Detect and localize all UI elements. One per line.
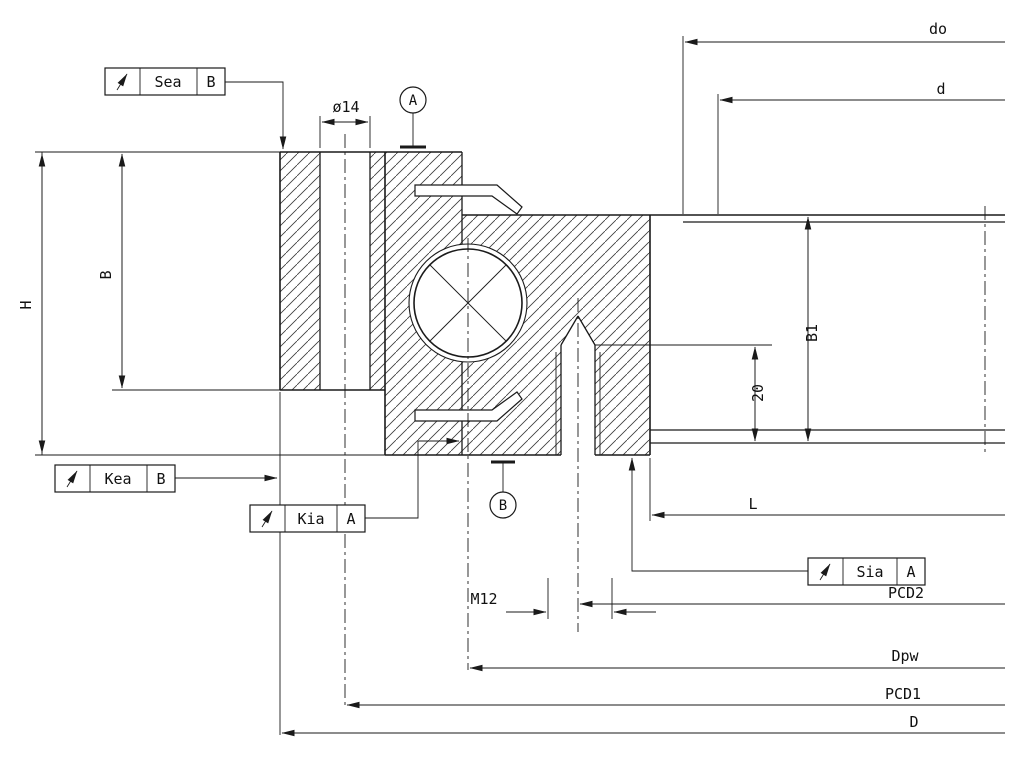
frame-label: Sia (856, 563, 883, 581)
dimension-lines (38, 38, 1005, 737)
leader-sia (628, 457, 808, 572)
label-H: H (17, 300, 35, 309)
ball-center-cross (429, 264, 507, 342)
dimension-labels: do d B1 20 L PCD2 Dpw PCD1 D M12 ø14 H B (17, 20, 947, 731)
datum-circle-b (489, 491, 517, 519)
label-dia14: ø14 (332, 98, 359, 116)
datum-label-b: B (499, 498, 507, 514)
datum-circle-a (399, 86, 427, 114)
label-B1: B1 (803, 324, 821, 342)
inner-ring-flange-section (280, 152, 385, 390)
tolerance-frame-sia: Sia A (807, 557, 926, 586)
frame-datum: B (206, 73, 215, 91)
label-Dpw: Dpw (891, 647, 919, 665)
centerlines (344, 134, 986, 707)
label-PCD2: PCD2 (888, 584, 924, 602)
frame-label: Sea (154, 73, 181, 91)
label-B: B (97, 270, 115, 279)
label-L: L (748, 495, 757, 513)
tolerance-frame-kia: Kia A (249, 504, 366, 533)
runout-arrow-icon (261, 510, 273, 528)
tolerance-frame-sea: Sea B (104, 67, 226, 96)
datum-label-a: A (409, 93, 418, 109)
section-outlines (279, 151, 1005, 456)
runout-arrow-icon (819, 563, 831, 581)
frame-datum: B (156, 470, 165, 488)
tolerance-leaders (175, 81, 808, 572)
leader-kia (365, 437, 460, 519)
label-do: do (929, 20, 947, 38)
frame-label: Kea (104, 470, 131, 488)
label-M12: M12 (470, 590, 497, 608)
leader-sea (225, 81, 287, 150)
label-d: d (936, 80, 945, 98)
runout-arrow-icon (66, 470, 78, 488)
runout-arrow-icon (116, 73, 128, 91)
datum-b: B (489, 460, 517, 519)
extension-lines (35, 36, 772, 735)
datum-a: A (399, 86, 427, 149)
label-20: 20 (749, 384, 767, 402)
frame-datum: A (346, 510, 355, 528)
seal-bottom (414, 391, 523, 422)
label-PCD1: PCD1 (885, 685, 921, 703)
tolerance-frame-kea: Kea B (54, 464, 176, 493)
seal-top (414, 184, 523, 215)
label-D: D (909, 713, 918, 731)
frame-label: Kia (297, 510, 324, 528)
frame-datum: A (906, 563, 915, 581)
